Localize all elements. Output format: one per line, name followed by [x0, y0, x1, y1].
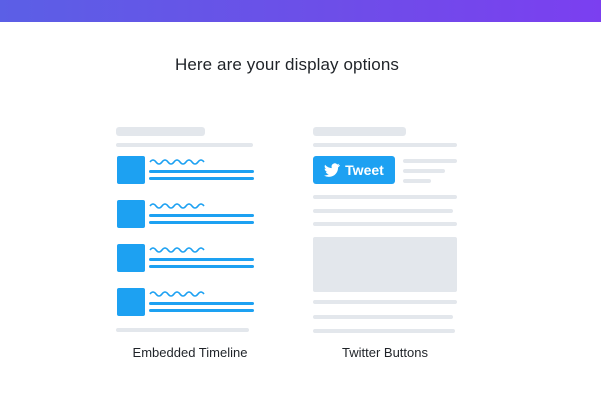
page-heading: Here are your display options: [174, 55, 400, 74]
buttons-media-placeholder: [313, 237, 457, 292]
buttons-text-line: [313, 329, 455, 333]
buttons-text-line: [313, 222, 457, 226]
twitter-bird-icon: [324, 163, 340, 177]
buttons-side-line: [403, 179, 431, 183]
timeline-text-line: [149, 302, 254, 305]
timeline-text-line: [149, 258, 254, 261]
timeline-header-bar: [116, 127, 205, 136]
timeline-text-line: [149, 170, 254, 173]
timeline-footer-rule: [116, 328, 249, 332]
buttons-text-line: [313, 195, 457, 199]
timeline-text-line: [149, 265, 254, 268]
timeline-avatar: [117, 288, 145, 316]
timeline-header-rule: [116, 143, 253, 147]
timeline-text-line: [149, 214, 254, 217]
buttons-side-line: [403, 169, 445, 173]
timeline-text-line: [149, 221, 254, 224]
squiggle-icon: [149, 247, 205, 253]
timeline-text-line: [149, 177, 254, 180]
timeline-text-line: [149, 309, 254, 312]
squiggle-icon: [149, 203, 205, 209]
buttons-header-bar: [313, 127, 406, 136]
buttons-text-line: [313, 209, 453, 213]
timeline-avatar: [117, 244, 145, 272]
buttons-side-line: [403, 159, 457, 163]
buttons-text-line: [313, 300, 457, 304]
squiggle-icon: [149, 291, 205, 297]
top-accent-bar: [0, 0, 601, 22]
buttons-text-line: [313, 315, 453, 319]
timeline-avatar: [117, 156, 145, 184]
twitter-buttons-option[interactable]: Tweet Twitter Buttons: [295, 115, 475, 370]
squiggle-icon: [149, 159, 205, 165]
timeline-avatar: [117, 200, 145, 228]
tweet-button-preview: Tweet: [313, 156, 395, 184]
buttons-header-rule: [313, 143, 457, 147]
twitter-buttons-label: Twitter Buttons: [342, 345, 428, 360]
tweet-button-label: Tweet: [345, 162, 384, 178]
embedded-timeline-option[interactable]: Embedded Timeline: [100, 115, 280, 370]
embedded-timeline-label: Embedded Timeline: [132, 345, 248, 360]
